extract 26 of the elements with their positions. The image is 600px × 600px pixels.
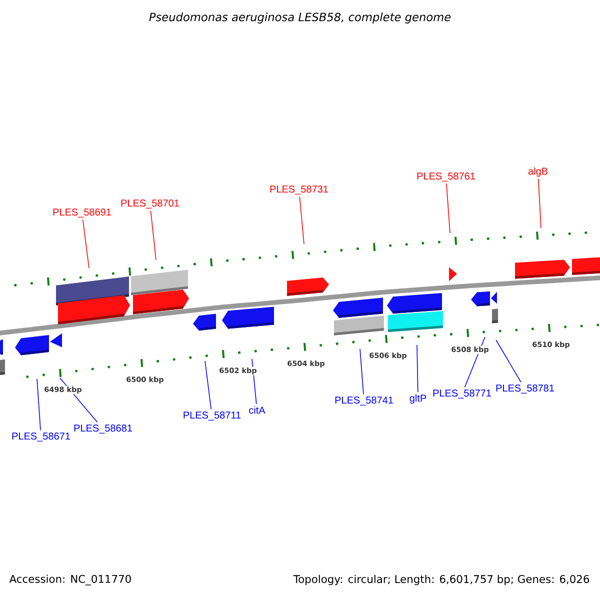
gene-label: PLES_58681 — [74, 424, 132, 434]
gene-label: PLES_58711 — [184, 412, 241, 420]
gene-label: PLES_58671 — [12, 432, 70, 442]
leader-line — [496, 340, 522, 383]
gene-label: PLES_58771 — [433, 390, 491, 398]
leader-line — [538, 178, 542, 228]
leader-line — [150, 210, 156, 260]
leader-line — [416, 344, 418, 392]
gene-label: PLES_58691 — [53, 208, 111, 218]
gene-label: PLES_58741 — [335, 396, 393, 406]
leader-line — [204, 360, 212, 410]
gene-label: PLES_58781 — [496, 384, 554, 394]
leader-line — [360, 348, 364, 395]
gene-label: gltP — [410, 394, 426, 404]
gene-label: PLES_58731 — [270, 186, 328, 194]
gene-label: PLES_58701 — [121, 200, 179, 208]
leader-line — [446, 183, 450, 234]
gene-label: PLES_58761 — [417, 172, 475, 182]
gene-label: citA — [249, 406, 266, 414]
gene-label: algB — [528, 167, 548, 177]
footer-text: Topology: circular; Length: 6,601,757 bp; Genes: 6,026 — [293, 574, 590, 586]
title: Pseudomonas aeruginosa LESB58, complete genome — [149, 12, 451, 24]
leader-line — [36, 378, 41, 431]
leader-line — [299, 196, 304, 244]
leader-line — [82, 219, 90, 268]
footer-text: Accession: NC_011770 — [9, 574, 131, 586]
